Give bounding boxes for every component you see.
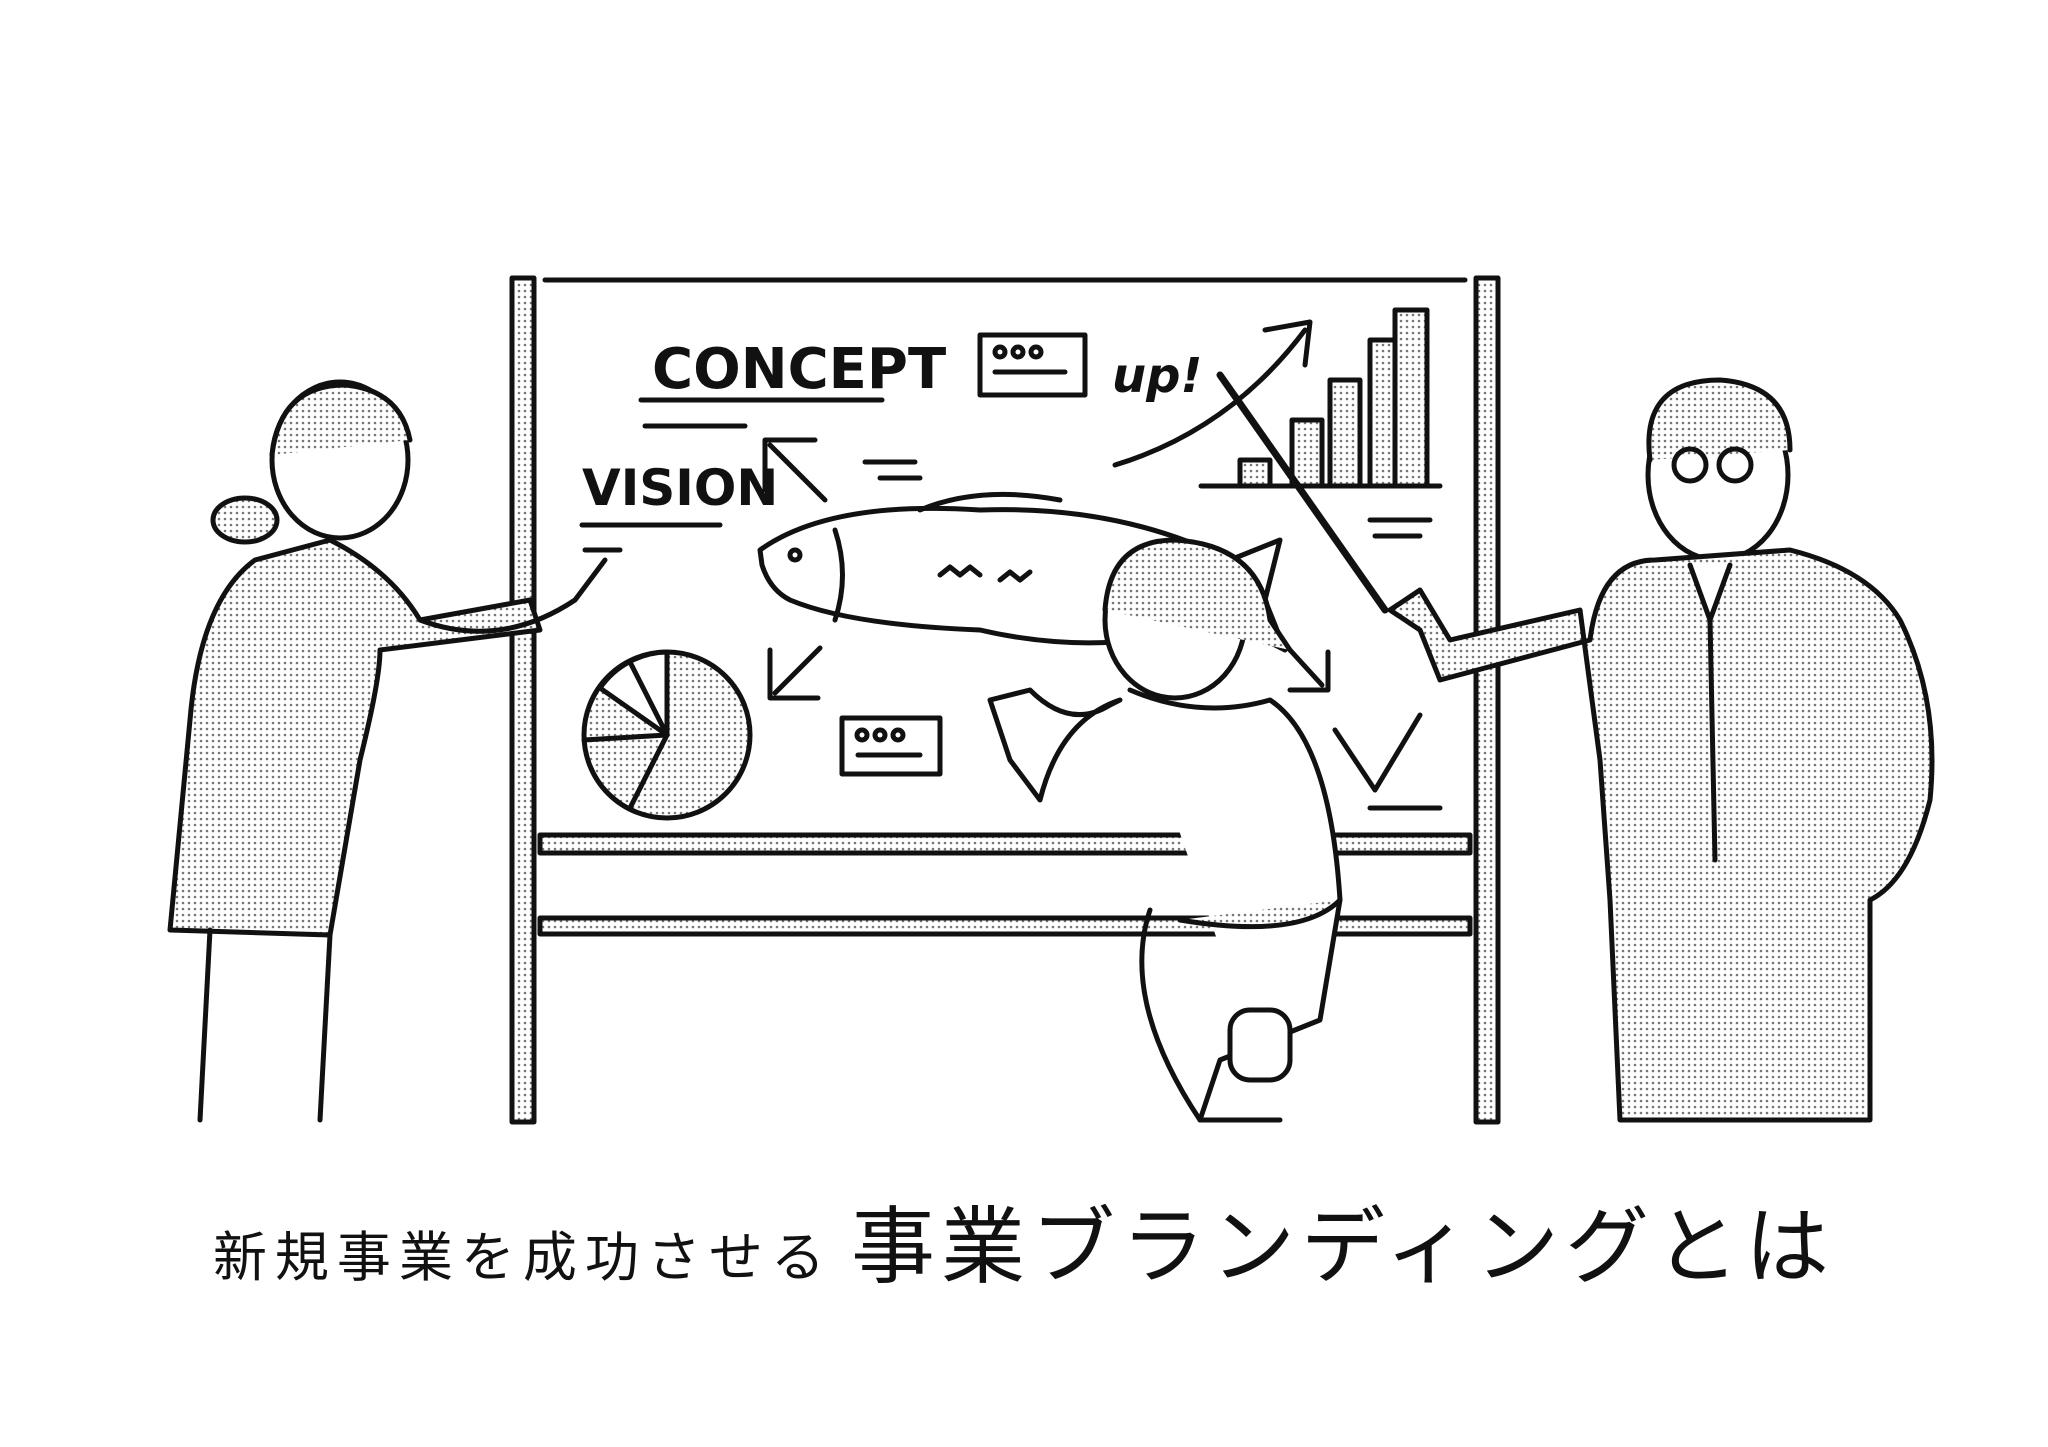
person-right-man — [1387, 377, 1935, 1123]
pointer-stick — [1216, 371, 1389, 614]
arrow-down-right-icon — [1287, 647, 1331, 693]
up-label: up! — [1112, 348, 1202, 404]
pie-chart-drawing — [581, 649, 753, 821]
person-left-woman — [167, 379, 608, 1123]
title-subtitle: 新規事業を成功させる — [212, 1226, 833, 1289]
page-title: 新規事業を成功させる事業ブランディングとは — [0, 1180, 2048, 1301]
growth-arrow — [1112, 327, 1308, 468]
title-main: 事業ブランディングとは — [850, 1198, 1836, 1296]
arrow-down-left-icon — [767, 645, 823, 701]
sticky-note — [839, 715, 943, 777]
vision-label: VISION — [582, 459, 778, 517]
concept-label: CONCEPT — [652, 337, 946, 402]
bar-chart-drawing — [1198, 307, 1443, 489]
sticky-note — [977, 332, 1088, 398]
person-center-woman — [987, 537, 1343, 1123]
arrow-up-left-icon — [762, 437, 828, 503]
